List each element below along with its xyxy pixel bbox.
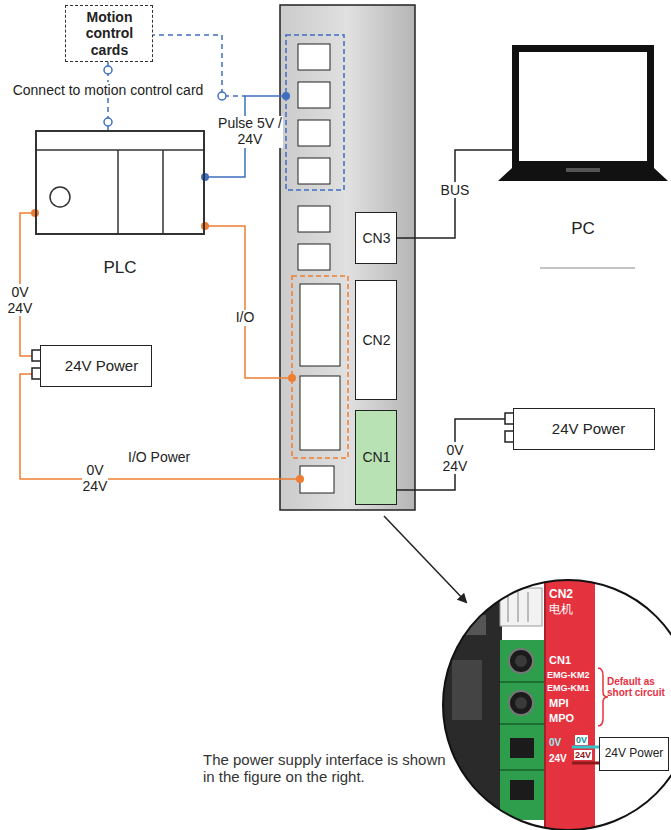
node-text: PLC xyxy=(103,258,136,278)
wire-24v xyxy=(572,762,599,765)
edge-label: 0V 24V xyxy=(441,442,470,474)
text-label: EMG-KM1 xyxy=(547,683,590,693)
text-label: 电机 xyxy=(549,603,573,616)
power-box: 24V Power xyxy=(599,737,669,771)
plc-detail xyxy=(35,149,205,151)
laptop-notch xyxy=(566,168,600,172)
text-label: CN2 xyxy=(549,588,573,601)
inset-chip xyxy=(452,615,486,635)
power-box: 24V Power xyxy=(40,345,152,387)
text-label: Default as short circuit xyxy=(607,676,669,698)
plc-body xyxy=(35,130,205,235)
wire-dot xyxy=(201,222,209,230)
io-wire xyxy=(205,226,292,378)
zoom-arrow xyxy=(384,516,466,602)
inset-outline xyxy=(443,580,671,830)
node-text: CN3 xyxy=(362,230,390,246)
brace xyxy=(598,668,608,726)
node-text: 24V Power xyxy=(605,747,664,761)
text-label: 24V xyxy=(549,753,567,764)
text-label: CN1 xyxy=(549,654,571,666)
inset-photo xyxy=(440,575,671,830)
laptop-screen: PC xyxy=(512,45,654,168)
text-label: 24V xyxy=(574,750,592,760)
motion-card-box: Motion control cards xyxy=(65,5,153,62)
connector-line xyxy=(397,150,512,238)
plc-detail xyxy=(162,150,164,235)
text-label: EMG-KM2 xyxy=(547,670,590,680)
inset-chip xyxy=(452,660,482,720)
wire-dot xyxy=(201,173,209,181)
text-label: MPO xyxy=(549,712,574,724)
wire-dot xyxy=(296,475,304,483)
terminal-block xyxy=(500,640,545,820)
power-box: 24V Power xyxy=(513,408,655,450)
port-box: CN2 xyxy=(355,280,397,400)
node-text: PC xyxy=(571,219,595,239)
edge-label: BUS xyxy=(439,182,472,198)
io-port xyxy=(300,284,340,366)
terminal-screw xyxy=(515,655,527,667)
connector-ring xyxy=(104,118,112,126)
inset-connector xyxy=(500,588,542,626)
terminal-split xyxy=(500,769,545,771)
laptop-base xyxy=(498,168,668,181)
drive-port xyxy=(298,206,330,232)
pulse-port-group xyxy=(286,35,344,190)
terminal-hole xyxy=(510,780,534,800)
edge-label: Connect to motion control card xyxy=(11,82,206,98)
inset-board xyxy=(440,575,502,830)
pulse-port xyxy=(298,44,330,70)
inset-connector-pin xyxy=(527,592,529,622)
wire-0v xyxy=(572,746,599,749)
inset-connector-pin xyxy=(517,592,519,622)
wire-dot xyxy=(288,374,296,382)
node-text: Motion control cards xyxy=(70,9,149,57)
io-port-group xyxy=(292,276,348,458)
node-text: 24V Power xyxy=(65,357,138,374)
drive-panel xyxy=(545,575,595,830)
node-text: 24V Power xyxy=(552,420,625,437)
pulse-wire xyxy=(205,96,286,177)
text-label: I/O Power xyxy=(128,450,190,466)
plc-detail xyxy=(50,187,70,207)
drive-housing xyxy=(280,5,415,510)
connector-ring xyxy=(104,66,112,74)
text-label: 0V xyxy=(575,735,588,745)
text-label: The power supply interface is shown in t… xyxy=(203,752,448,786)
io-port xyxy=(300,376,340,450)
terminal-screw xyxy=(509,691,533,715)
terminal-split xyxy=(500,723,545,725)
text-label: 0V 24V xyxy=(82,463,109,494)
inset-ground xyxy=(440,575,671,830)
wire-ring xyxy=(218,92,226,100)
underline xyxy=(540,268,635,269)
port-box: CN1 xyxy=(355,410,397,505)
connector-line xyxy=(397,419,513,490)
node-text: CN2 xyxy=(362,332,390,348)
drive-panel-edge xyxy=(544,575,546,830)
node-text: CN1 xyxy=(362,449,390,465)
terminal-split xyxy=(500,681,545,683)
text-label: MPI xyxy=(549,697,569,709)
plc-detail xyxy=(117,150,119,235)
text-label: 0V xyxy=(549,737,561,748)
terminal-hole xyxy=(510,738,534,758)
text-label: Pulse 5V / 24V xyxy=(217,116,283,147)
terminal-screw xyxy=(515,697,527,709)
plc-box: PLC xyxy=(35,130,205,235)
pulse-port xyxy=(298,120,330,146)
pulse-port xyxy=(298,158,330,184)
pulse-port xyxy=(298,82,330,108)
wire-dot xyxy=(282,92,290,100)
drive-port xyxy=(298,244,330,270)
io-power-port xyxy=(300,466,334,493)
port-box: CN3 xyxy=(355,212,397,264)
text-label: I/O xyxy=(235,310,256,326)
io-power-wire xyxy=(20,374,300,479)
terminal-screw xyxy=(509,649,533,673)
edge-label: 0V 24V xyxy=(6,284,35,316)
